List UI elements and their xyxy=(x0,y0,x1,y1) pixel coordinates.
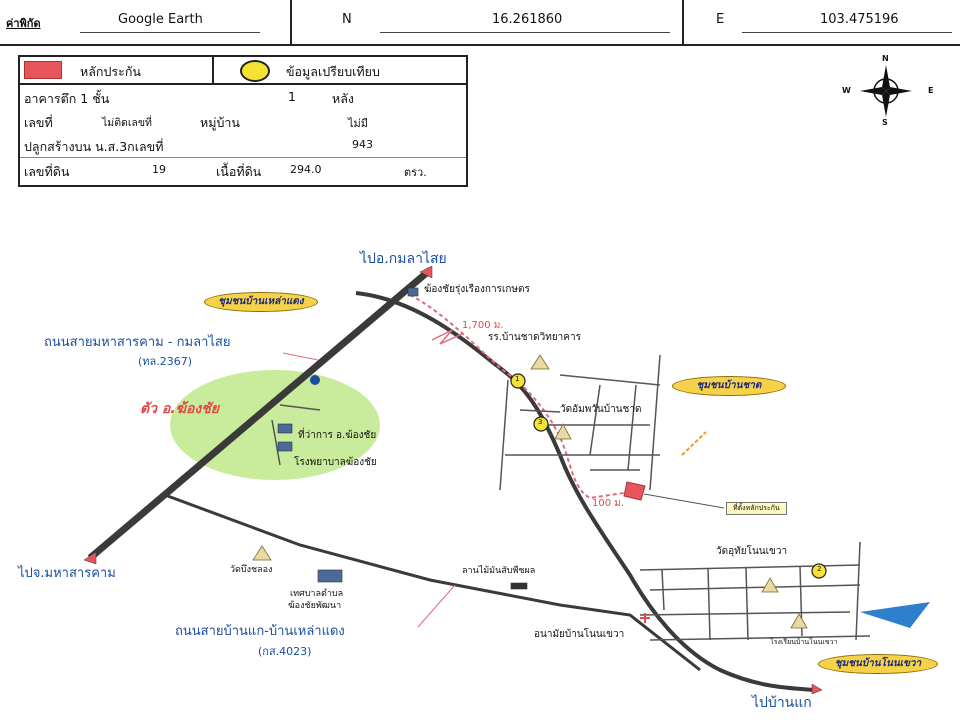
village-value: ไม่มี xyxy=(348,117,369,130)
area-unit: ตรว. xyxy=(404,166,427,179)
area-label: เนื้อที่ดิน xyxy=(216,164,262,179)
building-count: 1 xyxy=(288,89,296,104)
label-school-chat: รร.บ้านชาดวิทยาคาร xyxy=(488,332,581,343)
village-label: หมู่บ้าน xyxy=(200,115,240,130)
label-to-ban-kae: ไปบ้านแก xyxy=(752,695,812,711)
compass-rose: N S W E xyxy=(838,54,938,127)
coordinate-bar: ค่าพิกัด Google Earth N 16.261860 E 103.… xyxy=(0,0,960,46)
label-temple-non-khwao: วัดอุทัยโนนเขวา xyxy=(716,546,788,557)
label-road-secondary-code: (กส.4023) xyxy=(258,645,312,658)
land-no-label: เลขที่ดิน xyxy=(24,164,70,179)
collateral-marker xyxy=(623,481,646,501)
number-label: เลขที่ xyxy=(24,115,53,130)
arrow-mahasarakham xyxy=(83,551,97,565)
built-on-label: ปลูกสร้างบน น.ส.3กเลขที่ xyxy=(24,139,164,154)
label-to-kamalasai: ไปอ.กมลาไสย xyxy=(360,251,447,267)
grid-non-khwao xyxy=(639,541,871,641)
grid-ban-chat xyxy=(499,354,661,491)
north-label: N xyxy=(342,12,352,27)
built-on-value: 943 xyxy=(352,138,373,151)
legend-table: หลักประกัน ข้อมูลเปรียบเทียบ อาคารตึก 1 … xyxy=(18,55,468,187)
legend-collateral: หลักประกัน xyxy=(80,64,141,79)
grid-district xyxy=(271,404,321,466)
label-temple-chat: วัดอัมพวันบ้านชาด xyxy=(560,404,642,415)
label-collateral-location: ที่ตั้งหลักประกัน xyxy=(726,502,787,515)
building-unit: หลัง xyxy=(332,91,355,106)
comparison-swatch xyxy=(240,60,270,82)
compass-e: E xyxy=(928,86,934,95)
label-road-main-code: (ทล.2367) xyxy=(138,355,193,368)
marker-1-label: 1 xyxy=(515,375,520,383)
marker-2-label: 2 xyxy=(817,565,822,573)
label-district-center: ตัว อ.ฆ้องชัย xyxy=(140,401,219,417)
label-shop: ฆ้องชัยรุ่งเรืองการเกษตร xyxy=(424,284,530,295)
east-value: 103.475196 xyxy=(820,12,899,27)
hospital-icons xyxy=(640,613,650,623)
pond xyxy=(860,602,930,628)
compass-s: S xyxy=(882,118,888,127)
label-road-secondary: ถนนสายบ้านแก-บ้านเหล่าแดง xyxy=(175,624,345,639)
label-district-office: ที่ว่าการ อ.ฆ้องชัย xyxy=(298,430,377,441)
label-to-mahasarakham: ไปจ.มหาสารคาม xyxy=(18,566,116,581)
arrow-kamalasai xyxy=(419,265,433,279)
label-health-center: อนามัยบ้านโนนเขวา xyxy=(534,629,625,640)
route-dashed xyxy=(409,294,631,500)
label-distance-1: 1,700 ม. xyxy=(462,320,504,331)
road-village xyxy=(355,291,816,692)
road-4023 xyxy=(164,493,701,672)
legend-comparison: ข้อมูลเปรียบเทียบ xyxy=(286,64,380,79)
area-value: 294.0 xyxy=(290,163,322,176)
collateral-swatch xyxy=(24,61,62,79)
label-school-non-khwao: โรงเรียนบ้านโนนเขวา xyxy=(770,638,838,646)
label-temple-bueng: วัดบึงชลอง xyxy=(230,565,273,575)
coord-source: Google Earth xyxy=(118,12,203,27)
district-zone xyxy=(170,370,380,480)
arrow-ban-kae xyxy=(811,683,823,695)
label-municipality-1: เทศบาลตำบล xyxy=(290,589,344,599)
temple-icons xyxy=(252,354,808,629)
compass-w: W xyxy=(842,86,851,95)
label-hospital: โรงพยาบาลฆ้องชัย xyxy=(294,457,377,468)
marker-3-label: 3 xyxy=(538,418,543,426)
highway-2367 xyxy=(87,267,433,561)
building-label: อาคารตึก 1 ชั้น xyxy=(24,91,110,106)
community-non-khwao: ชุมชนบ้านโนนเขวา xyxy=(818,654,938,674)
community-lao-daeng: ชุมชนบ้านเหล่าแดง xyxy=(204,292,318,312)
label-municipality-2: ฆ้องชัยพัฒนา xyxy=(288,601,342,611)
coord-label: ค่าพิกัด xyxy=(6,17,41,30)
compass-n: N xyxy=(882,54,889,63)
compass-icon xyxy=(860,65,912,117)
land-no-value: 19 xyxy=(152,163,166,176)
community-chat: ชุมชนบ้านชาด xyxy=(672,376,786,396)
east-label: E xyxy=(716,12,725,27)
label-fruit-market: ลานไม้มันสับพืชผล xyxy=(462,566,536,576)
north-value: 16.261860 xyxy=(492,12,563,27)
building-icons xyxy=(277,287,528,590)
label-road-main: ถนนสายมหาสารคาม - กมลาไสย xyxy=(44,335,231,350)
label-distance-2: 100 ม. xyxy=(592,498,625,509)
number-value: ไม่ติดเลขที่ xyxy=(102,117,152,129)
